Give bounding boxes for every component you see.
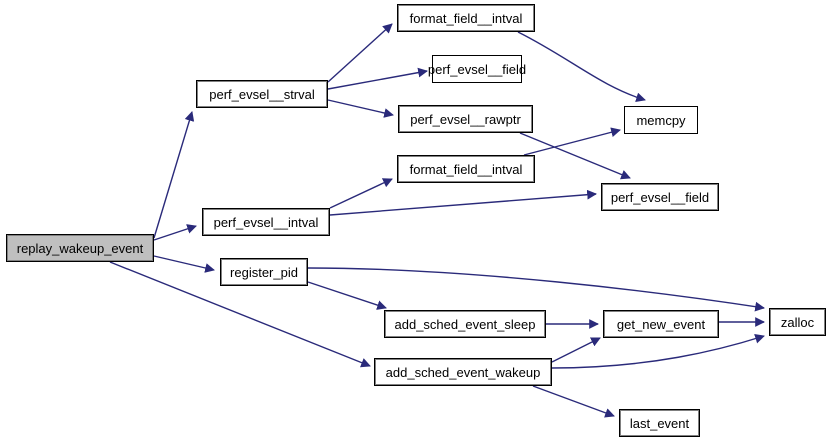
node-last-event[interactable]: last_event — [619, 409, 700, 437]
node-label: add_sched_event_sleep — [394, 316, 536, 332]
node-perf-evsel-field-2[interactable]: perf_evsel__field — [601, 183, 719, 211]
node-memcpy[interactable]: memcpy — [624, 106, 698, 134]
node-label: perf_evsel__intval — [213, 214, 319, 230]
edge-replay-to-wakeup — [109, 261, 371, 368]
node-label: perf_evsel__rawptr — [410, 111, 521, 127]
node-perf-evsel-rawptr[interactable]: perf_evsel__rawptr — [398, 105, 533, 133]
edge-wakeup-to-zalloc — [551, 334, 765, 369]
node-format-field-intval-1[interactable]: format_field__intval — [397, 4, 535, 32]
node-register-pid[interactable]: register_pid — [220, 258, 308, 286]
edge-format2-to-memcpy — [523, 127, 621, 156]
node-label: format_field__intval — [409, 161, 523, 177]
node-perf-evsel-strval[interactable]: perf_evsel__strval — [196, 80, 328, 108]
node-label: last_event — [629, 415, 690, 431]
edge-strval-to-field1 — [327, 67, 428, 90]
node-label: zalloc — [780, 314, 815, 330]
node-get-new-event[interactable]: get_new_event — [603, 310, 719, 338]
node-perf-evsel-intval[interactable]: perf_evsel__intval — [202, 208, 330, 236]
node-label: perf_evsel__field — [427, 61, 527, 77]
edge-registerpid-to-zalloc — [307, 267, 765, 312]
node-add-sched-event-sleep[interactable]: add_sched_event_sleep — [384, 310, 546, 338]
node-replay-wakeup-event[interactable]: replay_wakeup_event — [6, 234, 154, 262]
edge-replay-to-register-pid — [153, 255, 215, 273]
edge-wakeup-to-getnewevent — [551, 337, 601, 363]
edge-strval-to-format1 — [327, 23, 393, 83]
node-label: add_sched_event_wakeup — [385, 364, 541, 380]
node-label: format_field__intval — [409, 10, 523, 26]
edge-format1-to-memcpy — [517, 31, 646, 103]
edge-replay-to-intval — [153, 224, 197, 241]
node-format-field-intval-2[interactable]: format_field__intval — [397, 155, 535, 183]
node-perf-evsel-field-1[interactable]: perf_evsel__field — [428, 55, 526, 83]
node-label: perf_evsel__strval — [209, 86, 315, 102]
node-label: get_new_event — [616, 316, 706, 332]
edge-strval-to-rawptr — [327, 99, 394, 118]
edge-rawptr-to-field2 — [519, 132, 631, 180]
node-label: memcpy — [636, 112, 686, 128]
node-label: replay_wakeup_event — [16, 240, 144, 256]
node-zalloc[interactable]: zalloc — [769, 308, 826, 336]
node-add-sched-event-wakeup[interactable]: add_sched_event_wakeup — [374, 358, 552, 386]
edge-intval-to-format2 — [329, 178, 393, 209]
edge-wakeup-to-lastevent — [532, 385, 615, 418]
edge-intval-to-field2 — [329, 189, 597, 216]
node-label: register_pid — [230, 264, 298, 280]
edge-registerpid-to-sleep — [307, 281, 387, 310]
edge-replay-to-strval — [153, 111, 195, 239]
node-label: perf_evsel__field — [610, 189, 710, 205]
